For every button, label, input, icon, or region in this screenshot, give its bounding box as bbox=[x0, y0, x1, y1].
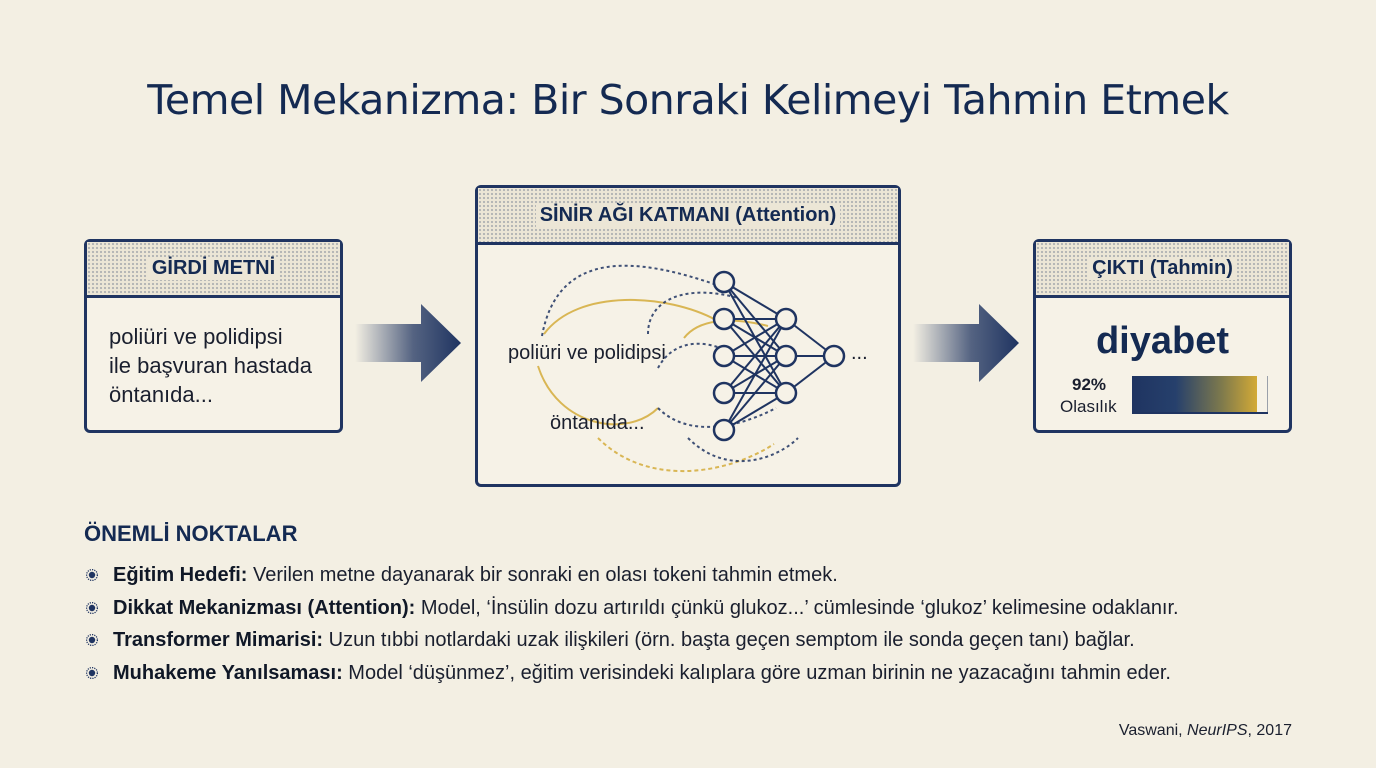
list-item: Muhakeme Yanılsaması: Model ‘düşünmez’, … bbox=[84, 659, 1334, 692]
citation: Vaswani, NeurIPS, 2017 bbox=[1119, 722, 1292, 740]
network-node bbox=[774, 307, 798, 331]
point-term: Dikkat Mekanizması (Attention): bbox=[113, 596, 416, 619]
point-text: Verilen metne dayanarak bir sonraki en o… bbox=[247, 564, 838, 586]
input-box-header: GİRDİ METNİ bbox=[87, 242, 340, 298]
key-points-list: Eğitim Hedefi: Verilen metne dayanarak b… bbox=[84, 561, 1334, 691]
citation-year: , 2017 bbox=[1247, 722, 1292, 739]
probability-bar bbox=[1132, 376, 1268, 414]
network-node bbox=[774, 344, 798, 368]
list-item: Transformer Mimarisi: Uzun tıbbi notlard… bbox=[84, 626, 1334, 659]
output-box-header: ÇIKTI (Tahmin) bbox=[1036, 242, 1289, 298]
attention-token-1: poliüri ve polidipsi bbox=[508, 342, 666, 364]
network-box-title: SİNİR AĞI KATMANI (Attention) bbox=[535, 203, 841, 227]
point-term: Muhakeme Yanılsaması: bbox=[113, 661, 343, 684]
attention-arc bbox=[597, 437, 775, 473]
network-edge bbox=[723, 392, 787, 431]
point-term: Eğitim Hedefi: bbox=[113, 564, 248, 586]
input-box-title: GİRDİ METNİ bbox=[147, 257, 280, 280]
input-text: poliüri ve polidipsi ile başvuran hastad… bbox=[109, 322, 312, 409]
network-edge bbox=[723, 318, 787, 431]
network-node bbox=[822, 344, 846, 368]
probability-bar-fill bbox=[1132, 376, 1258, 412]
burst-icon bbox=[86, 601, 98, 614]
network-node bbox=[774, 381, 798, 405]
attention-token-2: öntanıda... bbox=[550, 412, 645, 434]
network-edge bbox=[723, 318, 787, 394]
point-term: Transformer Mimarisi: bbox=[113, 629, 324, 651]
burst-icon bbox=[86, 634, 98, 646]
input-text-box: GİRDİ METNİ poliüri ve polidipsi ile baş… bbox=[84, 239, 343, 433]
attention-arc bbox=[543, 298, 717, 335]
page-title: Temel Mekanizma: Bir Sonraki Kelimeyi Ta… bbox=[147, 76, 1229, 124]
attention-arc bbox=[537, 365, 659, 426]
network-diagram: poliüri ve polidipsi öntanıda... ... bbox=[508, 264, 868, 473]
probability-caption: Olasılık bbox=[1060, 397, 1117, 416]
attention-arc bbox=[541, 264, 715, 337]
arrow-right-icon bbox=[355, 304, 461, 382]
network-ellipsis: ... bbox=[851, 342, 868, 364]
probability-percent: 92% bbox=[1072, 375, 1107, 394]
list-item: Dikkat Mekanizması (Attention): Model, ‘… bbox=[84, 594, 1334, 627]
neural-network-box: SİNİR AĞI KATMANI (Attention) poliüri ve… bbox=[475, 185, 901, 487]
citation-author: Vaswani, bbox=[1118, 722, 1188, 739]
network-box-header: SİNİR AĞI KATMANI (Attention) bbox=[478, 188, 898, 245]
point-text: Uzun tıbbi notlardaki uzak ilişkileri (ö… bbox=[323, 629, 1135, 651]
input-line: poliüri ve polidipsi bbox=[109, 324, 283, 349]
predicted-word: diyabet bbox=[1095, 320, 1230, 362]
output-box-title: ÇIKTI (Tahmin) bbox=[1088, 257, 1237, 280]
attention-arc bbox=[647, 291, 739, 335]
probability-bar-end bbox=[1267, 376, 1268, 412]
point-text: Model, ‘İnsülin dozu artırıldı çünkü glu… bbox=[415, 596, 1179, 619]
network-node bbox=[712, 381, 736, 405]
network-edge bbox=[723, 355, 787, 431]
arrow-right-icon bbox=[913, 304, 1019, 382]
key-points-title: ÖNEMLİ NOKTALAR bbox=[84, 521, 298, 546]
network-edge bbox=[723, 318, 787, 357]
network-node bbox=[712, 344, 736, 368]
burst-icon bbox=[86, 666, 98, 679]
output-box: ÇIKTI (Tahmin) diyabet 92% Olasılık bbox=[1033, 239, 1292, 433]
burst-icon bbox=[86, 569, 98, 581]
network-node bbox=[712, 418, 736, 442]
network-edge bbox=[723, 281, 787, 320]
network-node bbox=[712, 270, 736, 294]
citation-venue: NeurIPS bbox=[1187, 722, 1248, 739]
input-line: öntanıda... bbox=[109, 382, 213, 407]
list-item: Eğitim Hedefi: Verilen metne dayanarak b… bbox=[84, 561, 1334, 594]
attention-arc bbox=[687, 437, 799, 463]
input-line: ile başvuran hastada bbox=[109, 353, 313, 378]
network-node bbox=[712, 307, 736, 331]
point-text: Model ‘düşünmez’, eğitim verisindeki kal… bbox=[342, 661, 1171, 684]
